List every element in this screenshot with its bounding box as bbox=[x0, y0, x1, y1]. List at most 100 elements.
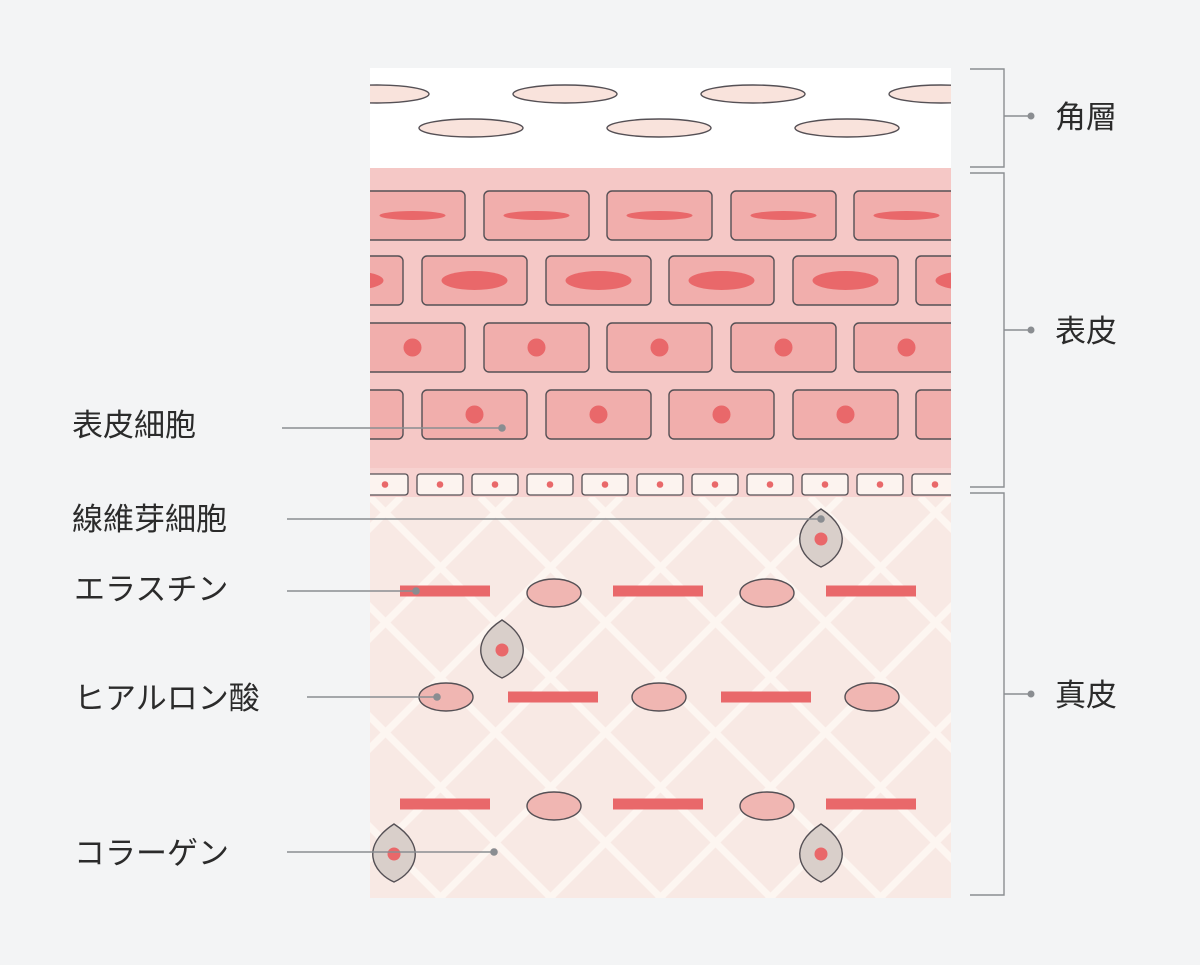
corneocyte bbox=[794, 118, 900, 138]
elastin-fiber bbox=[613, 585, 703, 597]
label-collagen: コラーゲン bbox=[74, 836, 229, 872]
basal-cell-nucleus bbox=[381, 481, 389, 488]
hyaluronic-acid bbox=[739, 578, 795, 608]
basal-cell-nucleus bbox=[601, 481, 609, 488]
cell-nucleus bbox=[873, 211, 940, 220]
collagen-fiber bbox=[875, 822, 951, 898]
collagen-fiber bbox=[655, 602, 951, 898]
cell-nucleus bbox=[712, 405, 731, 424]
cell-nucleus bbox=[688, 271, 755, 290]
cell-nucleus bbox=[379, 211, 446, 220]
cell-nucleus bbox=[960, 406, 978, 424]
cell-nucleus bbox=[812, 271, 879, 290]
corneocyte bbox=[606, 118, 712, 138]
fibroblast-cell bbox=[372, 823, 416, 883]
basal-cell bbox=[911, 473, 951, 496]
label-stratum-corneum: 角層 bbox=[1055, 100, 1117, 136]
corneocyte bbox=[418, 118, 524, 138]
collagen-fiber bbox=[0, 497, 20, 917]
collagen-fiber bbox=[370, 712, 556, 898]
elastin-fiber bbox=[826, 798, 916, 810]
epidermal-cell bbox=[370, 255, 404, 306]
stratum-corneum-layer bbox=[370, 68, 951, 168]
label-epidermal-cell: 表皮細胞 bbox=[72, 408, 196, 444]
cell-nucleus bbox=[750, 211, 817, 220]
collagen-fiber bbox=[1140, 497, 1200, 917]
fibroblast-nucleus bbox=[814, 847, 828, 861]
basal-cell-nucleus bbox=[436, 481, 444, 488]
cell-nucleus bbox=[503, 211, 570, 220]
collagen-fiber bbox=[370, 497, 624, 753]
basal-cell-nucleus bbox=[766, 481, 774, 488]
dermis-bracket bbox=[970, 492, 1030, 896]
collagen-fiber bbox=[697, 497, 951, 753]
hyaluronic-acid bbox=[739, 791, 795, 821]
cell-nucleus bbox=[370, 272, 384, 289]
collagen-fiber bbox=[807, 497, 951, 643]
basal-cell-nucleus bbox=[876, 481, 884, 488]
stratum-corneum-bracket-dot bbox=[1027, 112, 1035, 120]
fibroblast-nucleus bbox=[814, 532, 828, 546]
cell-nucleus bbox=[650, 338, 669, 357]
label-dermis: 真皮 bbox=[1055, 678, 1117, 714]
corneocyte bbox=[370, 84, 430, 104]
hyaluronic-acid bbox=[526, 578, 582, 608]
corneocyte-group bbox=[370, 84, 951, 138]
dermis-bracket-dot bbox=[1027, 690, 1035, 698]
leader-dot-collagen bbox=[490, 848, 498, 856]
epidermis-bracket-dot bbox=[1027, 326, 1035, 334]
collagen-fiber bbox=[370, 602, 666, 898]
label-elastin: エラスチン bbox=[74, 572, 228, 608]
cell-nucleus bbox=[565, 271, 632, 290]
elastin-fiber bbox=[400, 585, 490, 597]
basal-cell-nucleus bbox=[711, 481, 719, 488]
elastin-fiber bbox=[400, 798, 490, 810]
fibroblast-cell bbox=[799, 823, 843, 883]
leader-dot-fibroblast bbox=[817, 515, 825, 523]
leader-dot-elastin bbox=[412, 587, 420, 595]
fibroblast-cell bbox=[480, 619, 524, 679]
epidermis-bracket bbox=[970, 172, 1030, 488]
hyaluronic-acid bbox=[631, 682, 687, 712]
elastin-fiber bbox=[721, 691, 811, 703]
epidermal-cell bbox=[915, 389, 951, 440]
basal-cell-nucleus bbox=[931, 481, 939, 488]
basal-cell-nucleus bbox=[656, 481, 664, 488]
dermis-component-group bbox=[372, 508, 916, 883]
fibroblast-cell bbox=[799, 508, 843, 568]
epidermal-cell-group bbox=[370, 190, 978, 440]
epidermal-cell bbox=[915, 255, 951, 306]
basal-cell-nucleus bbox=[821, 481, 829, 488]
cell-nucleus bbox=[441, 271, 508, 290]
cell-nucleus bbox=[589, 405, 608, 424]
corneocyte bbox=[888, 84, 951, 104]
elastin-fiber bbox=[826, 585, 916, 597]
collagen-fiber bbox=[370, 497, 514, 643]
cell-nucleus bbox=[527, 338, 546, 357]
collagen-fiber bbox=[0, 497, 71, 917]
label-hyaluronic-acid: ヒアルロン酸 bbox=[74, 681, 260, 717]
hyaluronic-acid bbox=[844, 682, 900, 712]
stratum-corneum-bracket bbox=[970, 68, 1030, 168]
epidermal-cell bbox=[370, 389, 404, 440]
cell-nucleus bbox=[935, 272, 951, 289]
cell-nucleus bbox=[897, 338, 916, 357]
basal-cell-nucleus bbox=[546, 481, 554, 488]
leader-dot-epidermal-cell bbox=[498, 424, 506, 432]
leader-dot-hyaluronic-acid bbox=[433, 693, 441, 701]
cell-nucleus bbox=[774, 338, 793, 357]
cell-nucleus bbox=[626, 211, 693, 220]
basal-cell-nucleus bbox=[491, 481, 499, 488]
label-fibroblast: 線維芽細胞 bbox=[72, 502, 227, 538]
cell-nucleus bbox=[403, 338, 422, 357]
label-epidermis: 表皮 bbox=[1055, 314, 1117, 350]
collagen-fiber bbox=[1191, 497, 1200, 917]
fibroblast-nucleus bbox=[387, 847, 401, 861]
cell-nucleus bbox=[836, 405, 855, 424]
elastin-fiber bbox=[613, 798, 703, 810]
hyaluronic-acid bbox=[526, 791, 582, 821]
corneocyte bbox=[512, 84, 618, 104]
fibroblast-nucleus bbox=[495, 643, 509, 657]
